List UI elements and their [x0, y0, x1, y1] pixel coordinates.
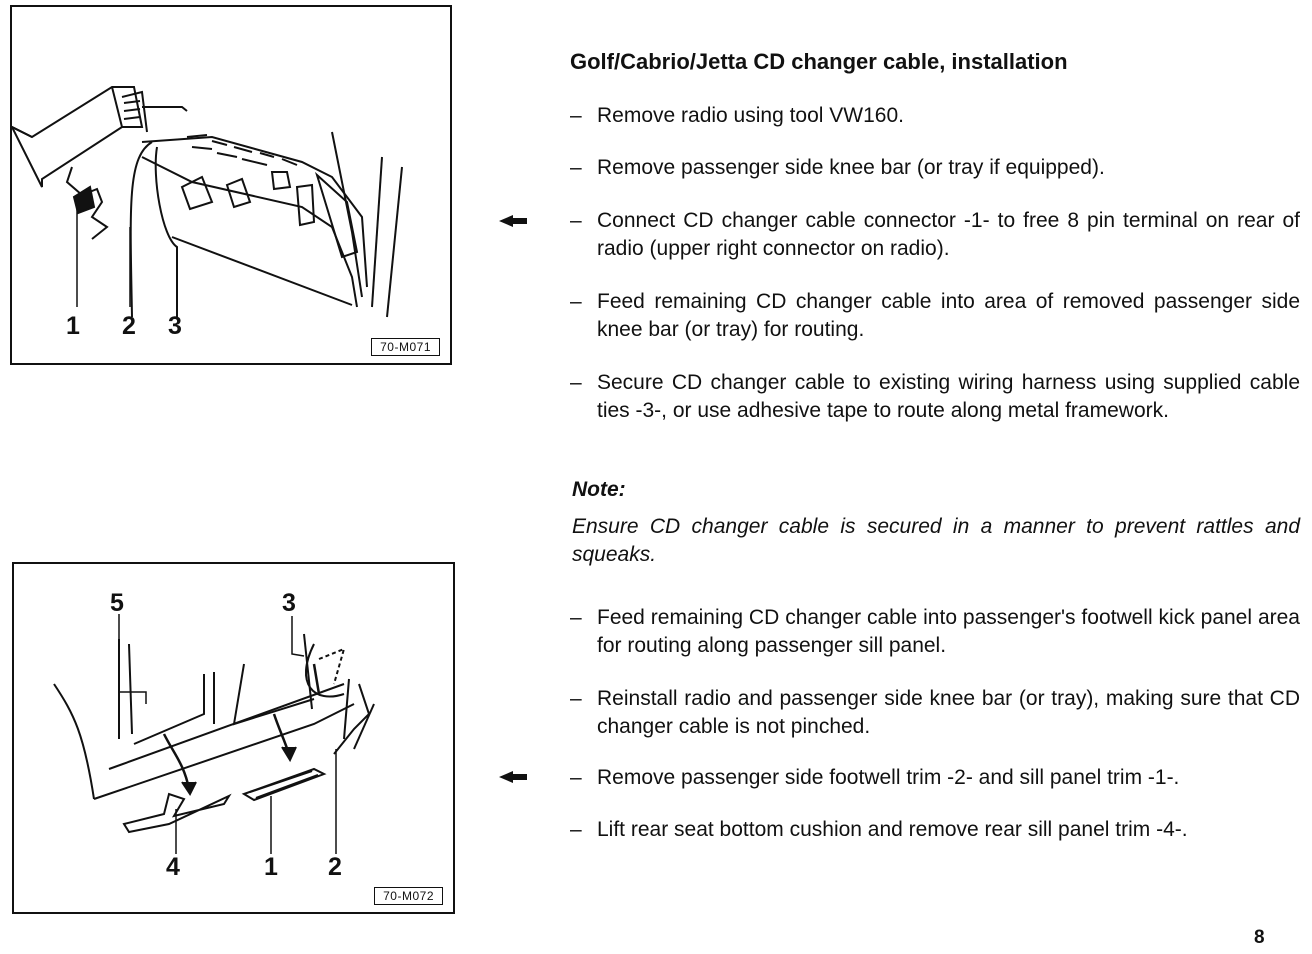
figure-code: 70-M072 — [374, 887, 443, 905]
step-item: –Lift rear seat bottom cushion and remov… — [570, 818, 1188, 841]
callout-5: 5 — [110, 589, 124, 617]
callout-4: 4 — [166, 853, 180, 881]
callout-3: 3 — [282, 589, 296, 617]
step-item: –Remove passenger side knee bar (or tray… — [570, 156, 1105, 179]
step-item: –Remove passenger side footwell trim -2-… — [570, 766, 1180, 789]
section-heading: Golf/Cabrio/Jetta CD changer cable, inst… — [570, 49, 1068, 74]
step-item: –Remove radio using tool VW160. — [570, 104, 904, 127]
step-item: –Reinstall radio and passenger side knee… — [570, 687, 1300, 738]
step-item: –Connect CD changer cable connector -1- … — [570, 209, 1300, 260]
figure-pointer-arrow-icon — [499, 771, 527, 783]
callout-2: 2 — [328, 853, 342, 881]
callout-3: 3 — [168, 312, 182, 340]
note-body: Ensure CD changer cable is secured in a … — [572, 515, 1300, 566]
radio-illustration — [12, 86, 403, 318]
step-item: –Feed remaining CD changer cable into pa… — [570, 606, 1300, 657]
figure-radio-connection: 1 2 3 70-M071 — [10, 5, 452, 365]
figure-pointer-arrow-icon — [499, 215, 527, 227]
sill-illustration — [53, 614, 375, 854]
callout-2: 2 — [122, 312, 136, 340]
page-number: 8 — [1254, 927, 1265, 948]
figure-code: 70-M071 — [371, 338, 440, 356]
step-item: –Secure CD changer cable to existing wir… — [570, 371, 1300, 422]
figure-sill-panel: 5 3 4 1 2 70-M072 — [12, 562, 455, 914]
step-item: –Feed remaining CD changer cable into ar… — [570, 290, 1300, 341]
callout-1: 1 — [66, 312, 80, 340]
note-title: Note: — [572, 478, 626, 501]
callout-1: 1 — [264, 853, 278, 881]
